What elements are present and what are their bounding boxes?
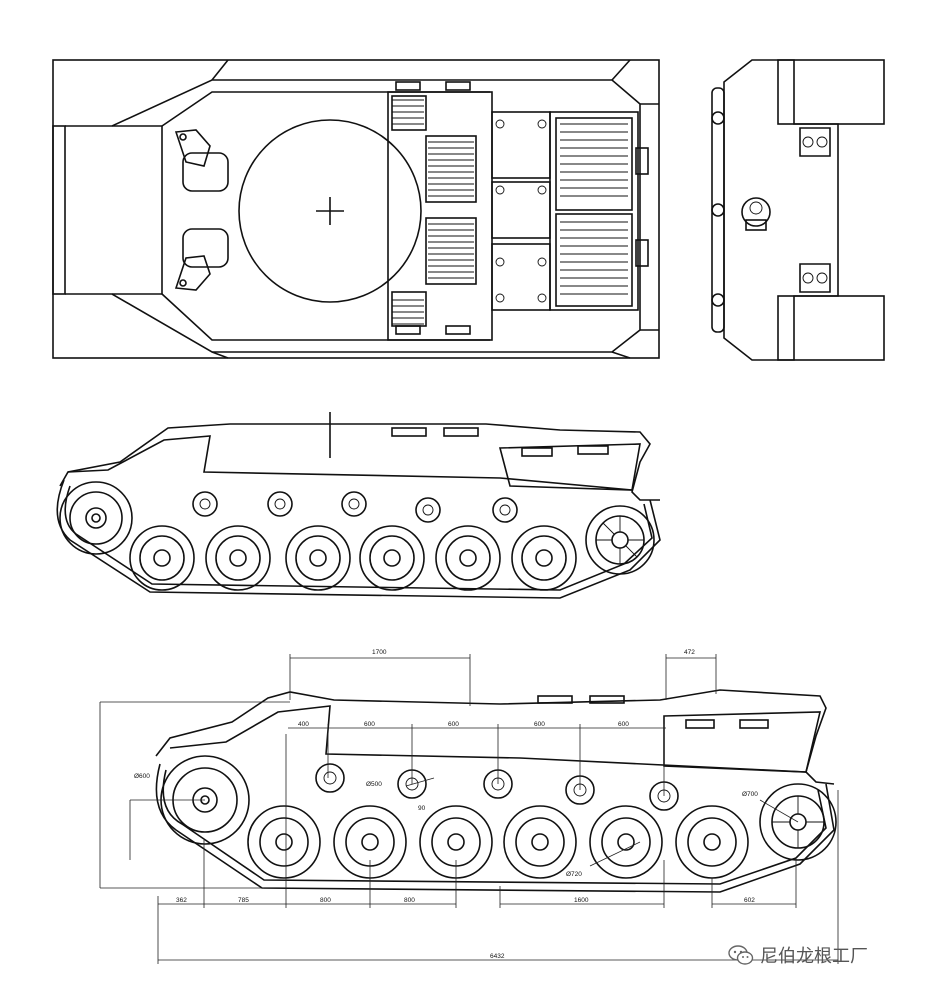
wechat-icon xyxy=(728,945,754,965)
watermark-text: 尼伯龙根工厂 xyxy=(760,946,868,967)
dim-90: 90 xyxy=(418,805,426,812)
dim-362: 362 xyxy=(176,897,187,904)
dim-472: 472 xyxy=(684,649,695,656)
dim-800-a: 800 xyxy=(320,897,331,904)
dim-d720: Ø720 xyxy=(566,871,582,878)
dim-d600: Ø600 xyxy=(134,773,150,780)
dim-400: 400 xyxy=(298,721,309,728)
dim-600-b: 600 xyxy=(448,721,459,728)
watermark: 尼伯龙根工厂 xyxy=(728,942,868,968)
dim-6432: 6432 xyxy=(490,953,505,960)
dim-d700: Ø700 xyxy=(742,791,758,798)
dim-1700: 1700 xyxy=(372,649,387,656)
dimensioned-side-view: 1700 472 400 600 600 600 600 Ø600 Ø500 Ø… xyxy=(99,649,839,964)
dim-600-a: 600 xyxy=(364,721,375,728)
dim-800-b: 800 xyxy=(404,897,415,904)
side-view xyxy=(56,412,661,599)
dim-602: 602 xyxy=(744,897,755,904)
dim-785: 785 xyxy=(238,897,249,904)
dim-600-d: 600 xyxy=(618,721,629,728)
dim-600-c: 600 xyxy=(534,721,545,728)
dim-1600: 1600 xyxy=(574,897,589,904)
dim-d500: Ø500 xyxy=(366,781,382,788)
rear-view xyxy=(711,59,885,361)
top-view xyxy=(52,59,660,359)
